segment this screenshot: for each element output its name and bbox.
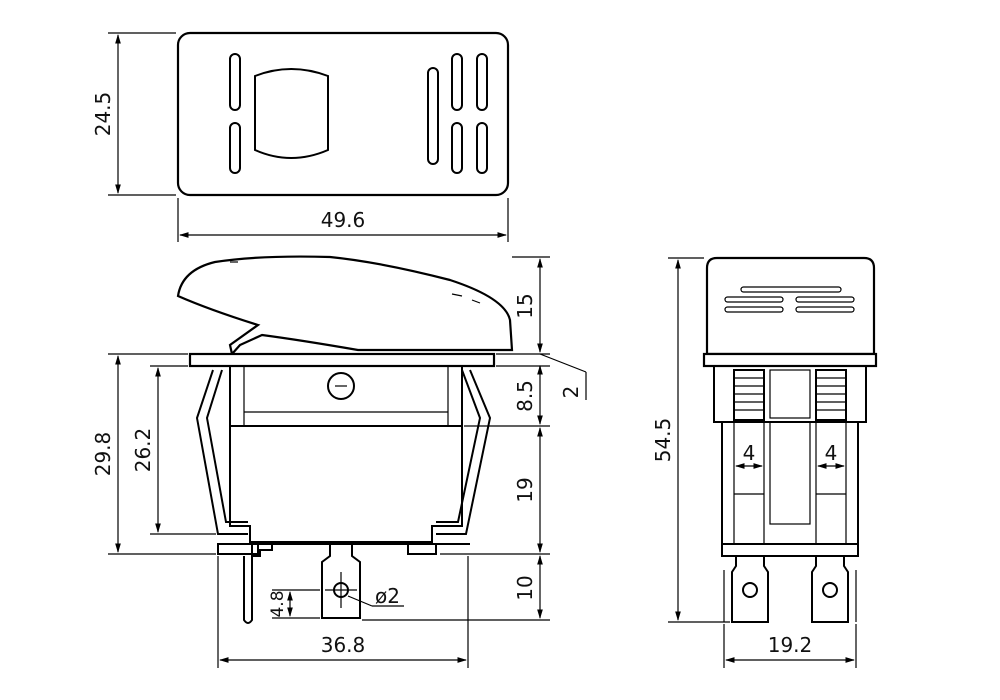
top-view: 49.6 24.5 [91, 31, 510, 242]
side-bottom-width-label: 36.8 [321, 633, 366, 657]
top-view-window [254, 68, 329, 159]
top-height-label: 24.5 [91, 92, 115, 137]
end-grip-slot [795, 296, 855, 303]
end-tab-left [731, 555, 769, 623]
end-view: 4 4 54.5 19.2 [651, 256, 878, 668]
end-grip-slot [724, 296, 784, 303]
hole-diameter-label: ø2 [375, 584, 400, 608]
side-view: ø2 4.8 36.8 29.8 26.2 15 8.5 19 [91, 255, 587, 668]
rivet-icon [327, 372, 355, 400]
clip-height-label: 26.2 [131, 428, 155, 473]
top-width-label: 49.6 [321, 208, 366, 232]
top-view-outline [176, 31, 510, 197]
end-tab-hole [742, 582, 758, 598]
flange-label: 2 [559, 386, 583, 399]
housing-upper [229, 365, 463, 427]
actuator-height-label: 15 [513, 293, 537, 318]
left-clip [195, 369, 248, 535]
base-left-foot [217, 543, 259, 555]
end-terminal-block-right [815, 369, 847, 421]
center-terminal [321, 543, 361, 619]
top-view-slot [476, 53, 488, 111]
end-base [721, 543, 859, 557]
top-view-slot [427, 67, 439, 165]
bent-terminal [243, 543, 273, 624]
rocker-actuator [176, 255, 514, 357]
end-height-label: 54.5 [651, 418, 675, 463]
end-grip-slot [740, 286, 842, 293]
top-view-slot [451, 122, 463, 174]
terminal-width-right-label: 4 [825, 441, 838, 465]
top-view-slot [229, 122, 241, 174]
top-view-slot [476, 122, 488, 174]
end-flange [702, 352, 878, 368]
terminal-hole-label: 4.8 [268, 590, 288, 617]
housing-lower [229, 426, 463, 543]
top-view-slot [229, 53, 241, 111]
lower-body-label: 19 [513, 477, 537, 502]
end-grip-slot [724, 306, 784, 313]
terminal-width-left-label: 4 [743, 441, 756, 465]
end-grip-slot [795, 306, 855, 313]
end-actuator [705, 256, 876, 356]
base-right-foot [407, 543, 437, 555]
upper-body-label: 8.5 [513, 380, 537, 412]
end-tab-right [811, 555, 849, 623]
terminal-length-label: 10 [513, 575, 537, 600]
top-view-slot [451, 53, 463, 111]
right-clip [436, 369, 492, 535]
overall-left-label: 29.8 [91, 432, 115, 477]
end-terminal-block-left [733, 369, 765, 421]
end-bottom-width-label: 19.2 [768, 633, 813, 657]
flange [188, 352, 496, 368]
end-tab-hole [822, 582, 838, 598]
